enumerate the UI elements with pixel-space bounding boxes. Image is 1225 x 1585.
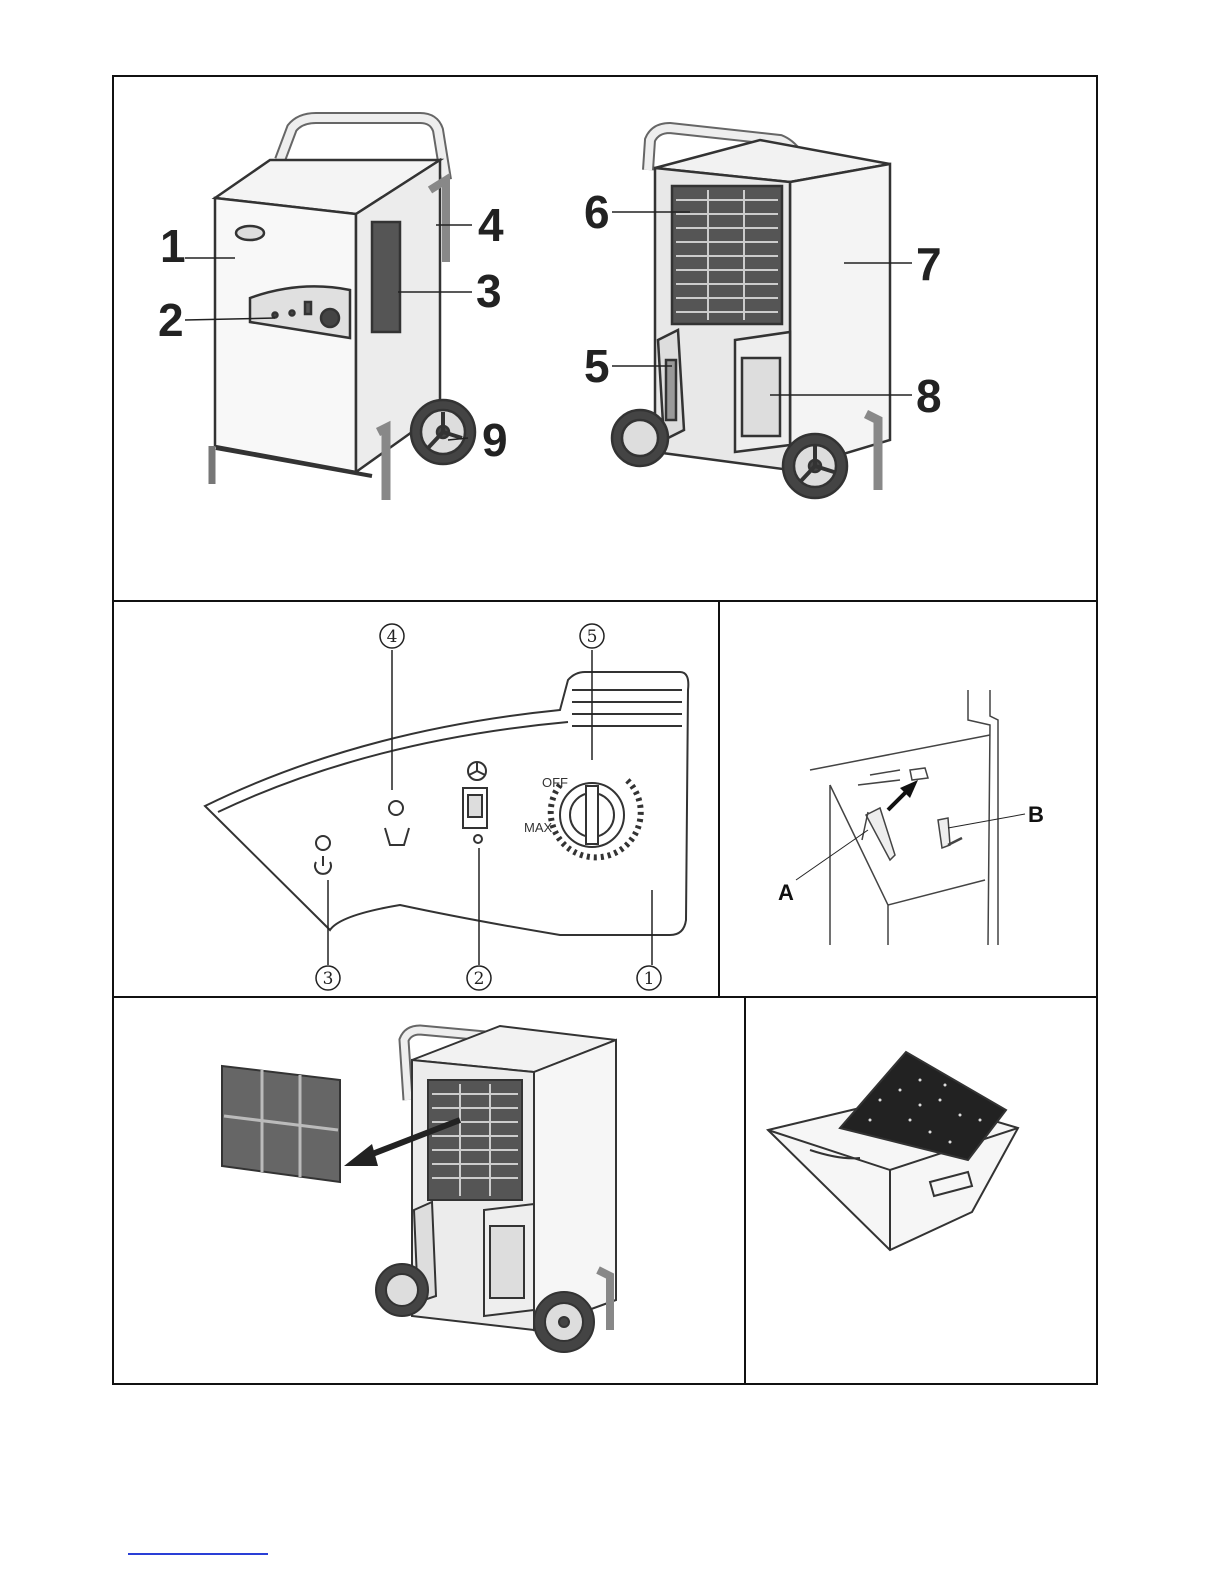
footer-link-underline[interactable] <box>128 1553 268 1555</box>
filter-wash-illustration <box>0 0 1225 1400</box>
